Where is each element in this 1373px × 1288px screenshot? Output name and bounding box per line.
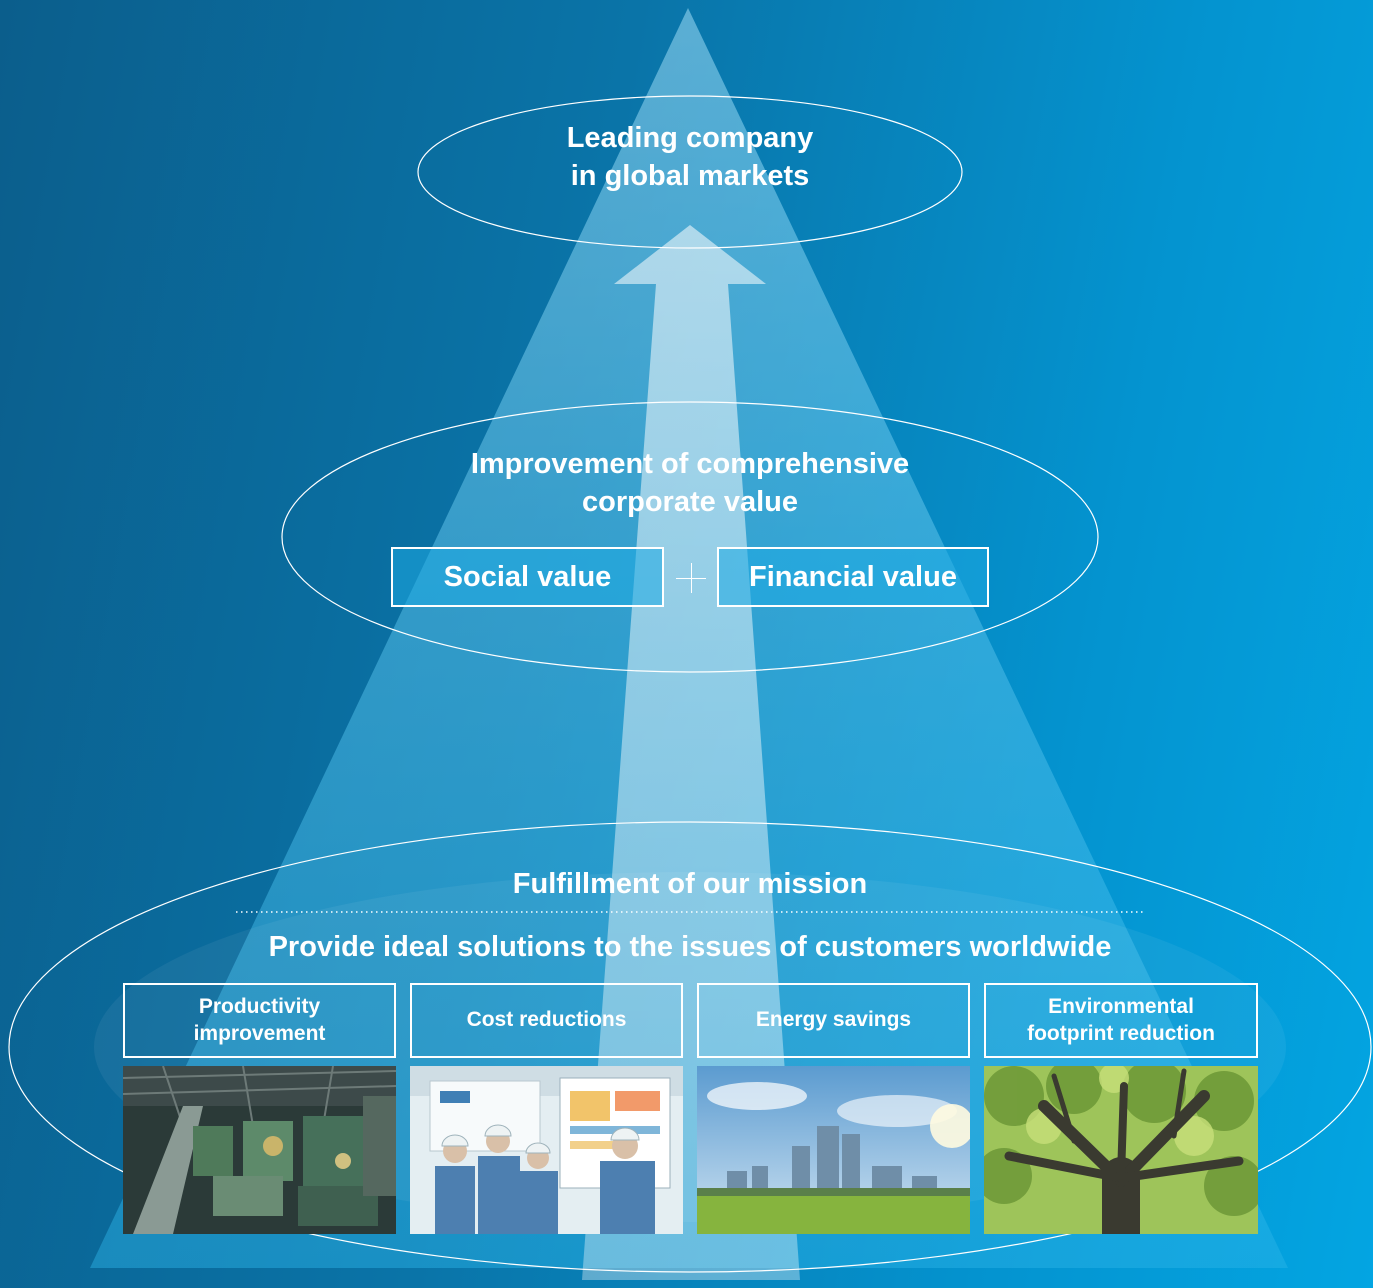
solution-label-line1: Energy savings xyxy=(755,1008,912,1032)
financial-value-label: Financial value xyxy=(749,560,957,593)
upward-arrow xyxy=(582,225,800,1280)
top-goal-ellipse xyxy=(417,95,963,249)
solution-label-line2: footprint reduction xyxy=(1027,1021,1215,1045)
top-goal-line1: Leading company xyxy=(566,122,814,154)
mission-title: Fulfillment of our mission xyxy=(512,868,868,900)
mission-ellipse xyxy=(8,821,1372,1273)
engineers-at-board-photo xyxy=(410,1066,683,1234)
solution-label-line2: improvement xyxy=(193,1021,326,1045)
solution-box-environment: Environmental footprint reduction xyxy=(984,983,1258,1058)
solution-box-productivity: Productivity improvement xyxy=(123,983,396,1058)
solution-label-line1: Productivity xyxy=(198,995,321,1019)
top-goal-line2: in global markets xyxy=(570,159,810,192)
solution-label-line1: Environmental xyxy=(1048,995,1194,1019)
solution-box-energy: Energy savings xyxy=(697,983,970,1058)
middle-goal-line2: corporate value xyxy=(582,485,798,518)
social-value-box: Social value xyxy=(391,547,664,607)
middle-goal-line1: Improvement of comprehensive xyxy=(470,448,910,480)
middle-goal-ellipse xyxy=(281,401,1099,673)
top-goal-text: Leading company in global markets xyxy=(490,120,890,195)
tree-canopy-photo xyxy=(984,1066,1258,1234)
financial-value-box: Financial value xyxy=(717,547,989,607)
middle-goal-text: Improvement of comprehensive corporate v… xyxy=(390,446,990,521)
factory-floor-photo xyxy=(123,1066,396,1234)
mission-statement: Provide ideal solutions to the issues of… xyxy=(268,931,1112,963)
plus-icon xyxy=(676,563,706,593)
social-value-label: Social value xyxy=(443,560,612,593)
solution-box-cost: Cost reductions xyxy=(410,983,683,1058)
solution-label-line1: Cost reductions xyxy=(466,1008,627,1032)
city-skyline-photo xyxy=(697,1066,970,1234)
